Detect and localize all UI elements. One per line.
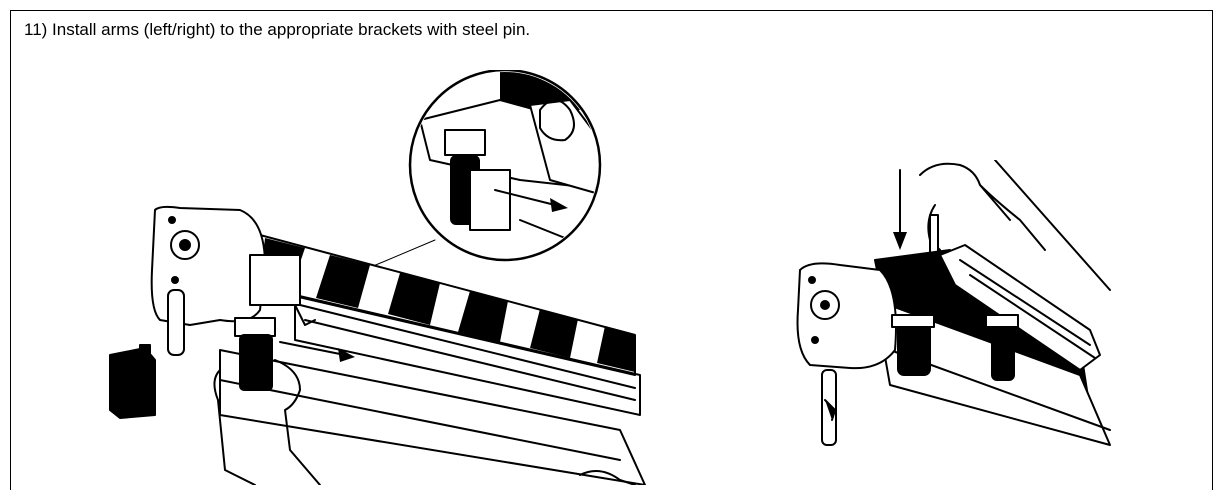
step-instruction: 11) Install arms (left/right) to the app… <box>24 20 531 39</box>
arm-bracket-install-illustration-left <box>109 70 646 485</box>
steel-pin-insert-illustration-right <box>796 160 1111 446</box>
instruction-frame: 11) Install arms (left/right) to the app… <box>10 10 1213 490</box>
